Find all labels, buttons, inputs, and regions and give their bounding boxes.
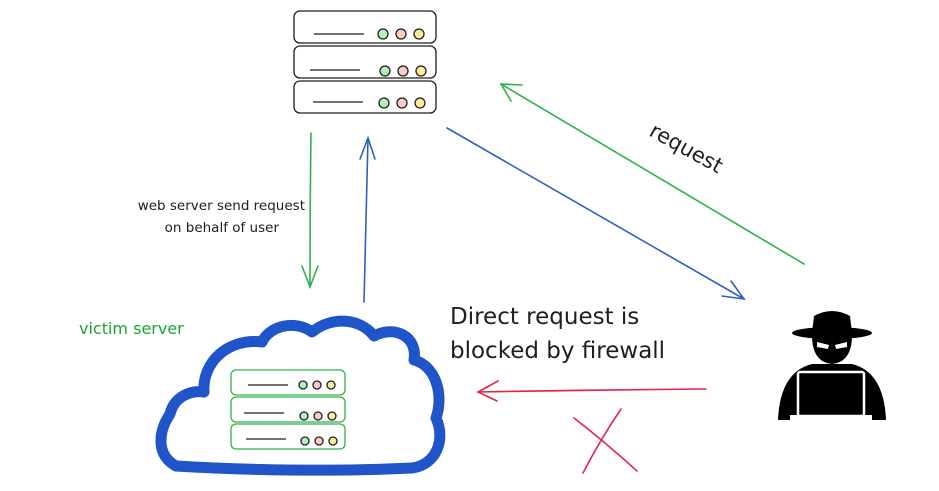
- x-mark-icon: [573, 408, 638, 474]
- request-label: request: [646, 118, 727, 178]
- response-to-attacker-arrow: [446, 127, 746, 301]
- proxy-note-line1: web server send request: [138, 198, 305, 214]
- blocked-request-arrow: [476, 380, 707, 402]
- web-server-icon: [293, 10, 437, 114]
- victim-response-arrow: [359, 135, 376, 303]
- attacker-request-arrow: [499, 83, 805, 265]
- proxy-note-line2: on behalf of user: [165, 220, 280, 236]
- hacker-icon: [778, 311, 886, 420]
- proxy-request-arrow: [301, 132, 319, 290]
- victim-server-icon: [230, 369, 346, 450]
- victim-label: victim server: [79, 319, 184, 338]
- blocked-line1: Direct request is: [450, 304, 639, 330]
- blocked-line2: blocked by firewall: [450, 338, 665, 364]
- cloud-outline: [155, 315, 446, 476]
